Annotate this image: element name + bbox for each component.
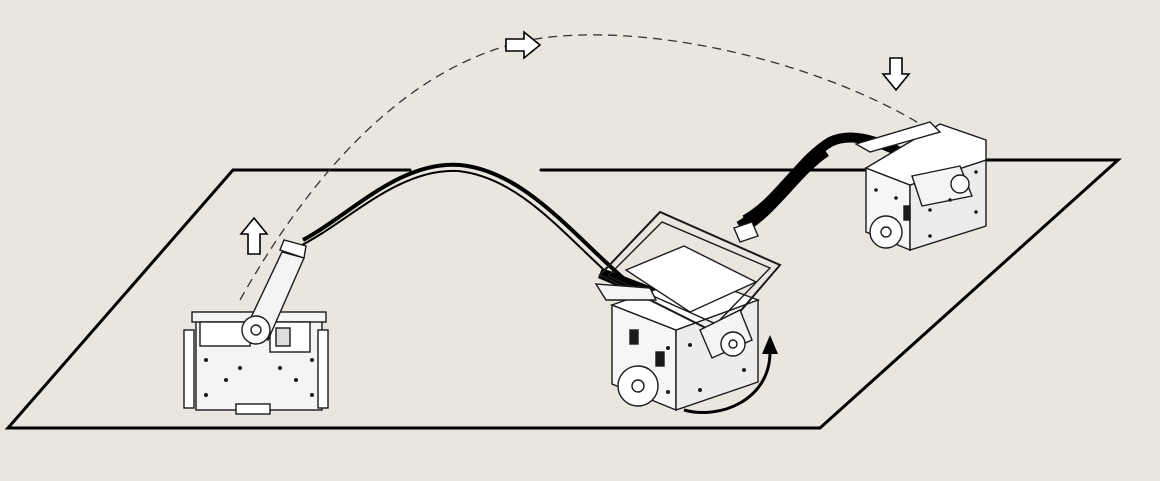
robot-launching <box>183 239 329 415</box>
robot-catching <box>594 210 782 412</box>
hollow-up-arrow-icon <box>239 216 269 255</box>
robot-2-catcher-tray <box>624 245 758 313</box>
robot-1-wheel-left <box>183 329 195 409</box>
robot-1-arm-tip <box>279 239 307 259</box>
robot-2-top-connector <box>733 221 759 243</box>
robot-3-switch <box>903 205 911 221</box>
robot-2-catcher-frame <box>598 210 782 337</box>
ground-plane-outline <box>4 158 1122 430</box>
robot-2-tray-lip <box>594 283 658 301</box>
thrown-band-path-2-thick <box>736 144 830 235</box>
robot-2-catcher-frame-inner <box>606 221 772 325</box>
robot-1-wheel-right <box>317 329 329 409</box>
robot-3-wheel-hub <box>880 226 892 238</box>
hollow-right-arrow-icon <box>505 30 542 60</box>
robot-2-lift-axle <box>728 339 738 349</box>
dashed-trajectory-arc <box>239 34 931 301</box>
robot-2-wheel-hub <box>631 379 645 393</box>
robot-landed <box>854 121 987 252</box>
thrown-band-path-1 <box>302 162 642 294</box>
robot-1-motor-detail <box>275 327 291 347</box>
robot-1-arm-axle <box>250 324 262 336</box>
ground-plane <box>4 158 1122 430</box>
robot-1-screws <box>204 358 314 397</box>
robot-2-switch <box>629 329 639 345</box>
curved-rotation-arrow-icon <box>683 335 778 415</box>
robot-1-caster <box>235 403 271 415</box>
thrown-band-path-1-lower <box>299 169 638 299</box>
robot-3-arm-hub <box>950 174 970 194</box>
hollow-down-arrow-icon <box>881 57 911 92</box>
robot-3-lid <box>854 121 942 153</box>
robot-2-switch-2 <box>655 351 665 367</box>
robot-3-screws <box>874 170 978 238</box>
